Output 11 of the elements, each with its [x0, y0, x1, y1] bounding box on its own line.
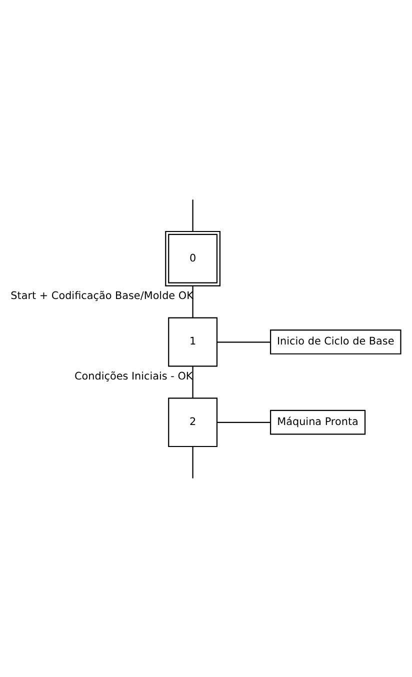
connector: [217, 421, 270, 423]
node-box: Inicio de Ciclo de Base: [270, 329, 402, 354]
connector: [192, 199, 194, 231]
node-box: 0: [165, 230, 220, 286]
connector: [192, 366, 194, 398]
node-box: 2: [168, 397, 218, 447]
connector: [192, 446, 194, 478]
node-box: 1: [168, 316, 218, 366]
connector: [217, 341, 270, 342]
edge-label: Condições Iniciais - OK: [74, 370, 193, 382]
node-box: Máquina Pronta: [270, 409, 366, 434]
